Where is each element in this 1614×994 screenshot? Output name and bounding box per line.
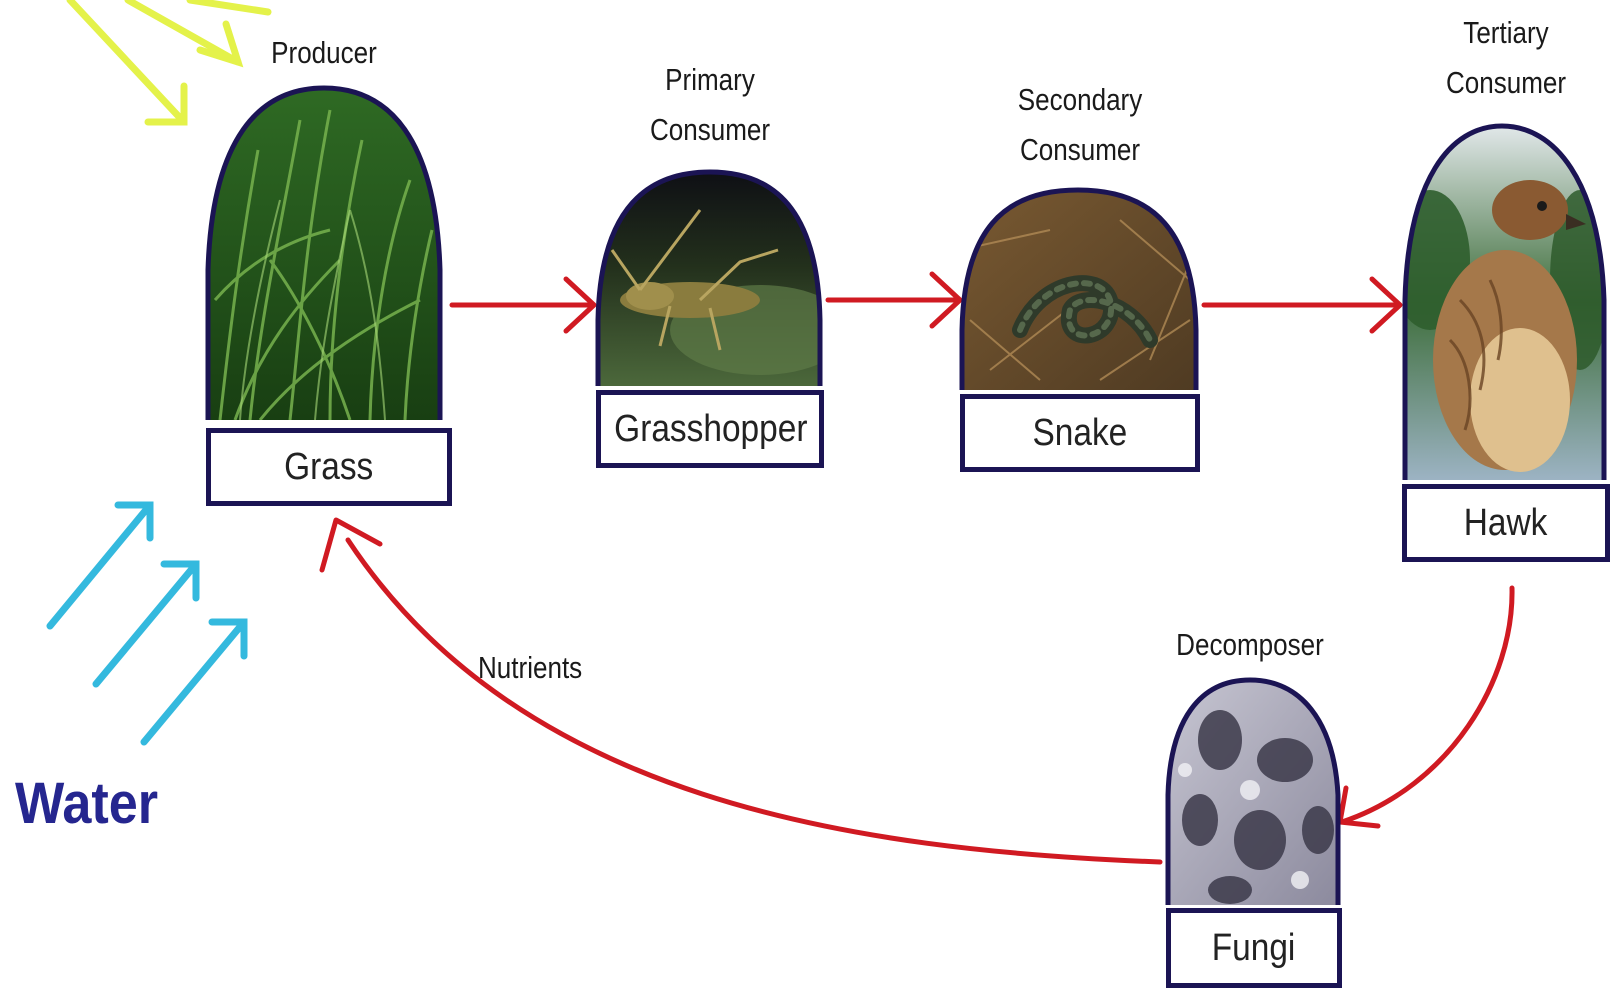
arrow-hawk-to-fungi	[1342, 588, 1512, 822]
organism-name-hawk: Hawk	[1464, 489, 1548, 557]
grasshopper-picture	[590, 165, 850, 390]
role-label-decomposer: Decomposer	[1166, 620, 1334, 670]
fungi-picture	[1160, 675, 1345, 910]
role-label-producer: Producer	[240, 28, 408, 78]
role-label-secondary-consumer: Secondary Consumer	[996, 75, 1164, 175]
name-box-fungi: Fungi	[1166, 908, 1342, 988]
hawk-picture	[1390, 120, 1610, 485]
name-box-grass: Grass	[206, 428, 452, 506]
role-label-primary-consumer: Primary Consumer	[634, 55, 785, 155]
organism-name-grasshopper: Grasshopper	[614, 395, 807, 463]
organism-name-snake: Snake	[1033, 399, 1128, 467]
role-label-tertiary-consumer: Tertiary Consumer	[1422, 8, 1590, 108]
nutrients-label: Nutrients	[478, 650, 582, 686]
organism-name-grass: Grass	[284, 433, 373, 501]
name-box-hawk: Hawk	[1402, 484, 1610, 562]
organism-name-fungi: Fungi	[1212, 913, 1296, 983]
water-label: Water	[15, 770, 158, 837]
sunlight-arrows	[70, 0, 268, 122]
name-box-grasshopper: Grasshopper	[596, 390, 824, 468]
arrow-fungi-to-grass	[348, 540, 1160, 862]
snake-picture	[955, 185, 1200, 395]
name-box-snake: Snake	[960, 394, 1200, 472]
grass-picture	[200, 80, 450, 425]
water-arrows	[50, 505, 244, 742]
